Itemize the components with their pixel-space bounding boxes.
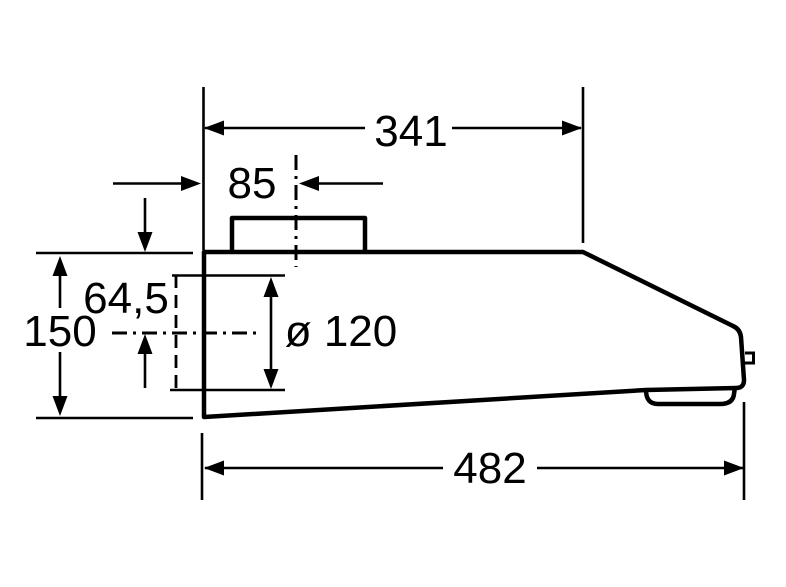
dim-label-64-5: 64,5 [83, 274, 169, 323]
arrowhead-left-icon [204, 460, 224, 476]
arrowhead-left-icon [204, 120, 224, 136]
arrowhead-up-icon [52, 256, 68, 276]
arrowhead-down-icon [52, 396, 68, 416]
dim-label-150: 150 [23, 307, 96, 356]
dimension-85: 85 [113, 159, 383, 208]
arrowhead-right-icon [724, 460, 744, 476]
dim-label-482: 482 [453, 444, 526, 493]
dimension-341: 341 [204, 107, 582, 156]
arrowhead-left-icon [299, 176, 319, 191]
dim-label-85: 85 [228, 159, 277, 208]
arrowhead-right-icon [562, 120, 582, 136]
dimension-150: 150 [23, 256, 97, 416]
dim-label-diameter-120: ø 120 [285, 307, 398, 356]
arrowhead-down-icon [263, 369, 279, 389]
dimension-64-5: 64,5 [83, 198, 169, 388]
arrowhead-up-icon [137, 334, 153, 354]
arrowhead-up-icon [263, 277, 279, 297]
dim-label-341: 341 [374, 107, 447, 156]
dimension-482: 482 [204, 444, 744, 493]
hood-front-trim [643, 386, 738, 407]
dimension-diameter-120: ø 120 [263, 277, 398, 389]
rear-connector-nub [745, 351, 755, 365]
duct-collar [229, 215, 368, 254]
arrowhead-right-icon [181, 176, 201, 191]
arrowhead-down-icon [137, 232, 153, 252]
